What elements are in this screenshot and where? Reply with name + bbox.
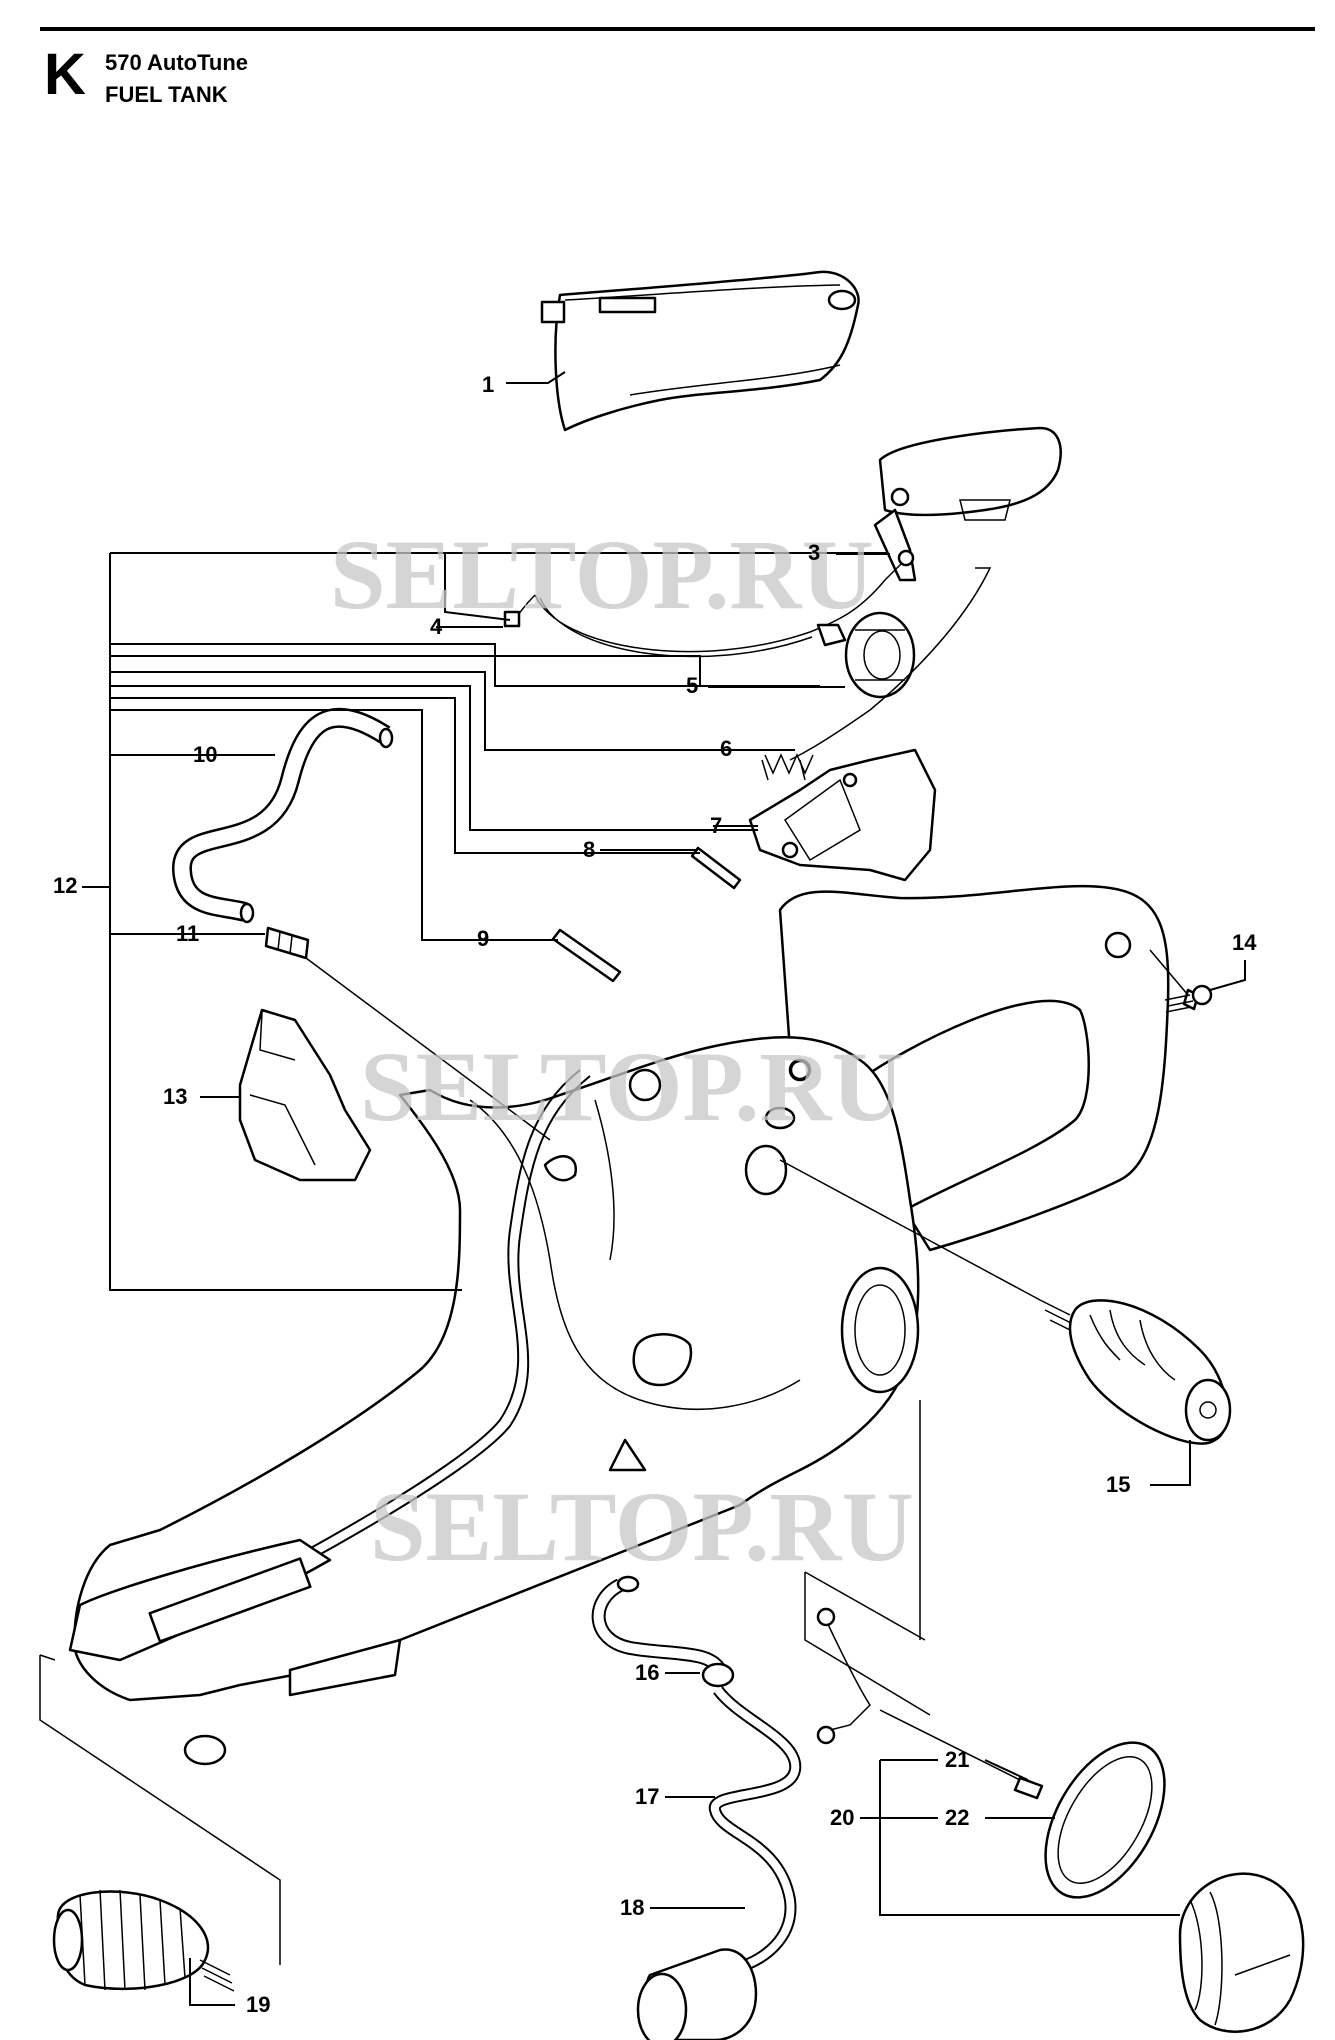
callout-8: 8: [583, 837, 595, 862]
model-name: 570 AutoTune: [105, 50, 249, 75]
callout-1: 1: [482, 372, 494, 397]
callout-16: 16: [635, 1660, 659, 1685]
part-11-fitting: [264, 926, 310, 960]
callout-7: 7: [710, 813, 722, 838]
part-15-av-buffer: [1039, 1299, 1232, 1445]
part-22-seal-ring: [1044, 1741, 1166, 1899]
callout-numbers: 1 3 4 5 6 7 8 9 10 11 12 13 14 15 16 17 …: [53, 372, 1257, 2017]
callout-9: 9: [477, 926, 489, 951]
callout-21: 21: [945, 1747, 969, 1772]
callout-18: 18: [620, 1895, 644, 1920]
callout-22: 22: [945, 1805, 969, 1830]
part-6-spring: [761, 567, 992, 781]
callout-5: 5: [686, 673, 698, 698]
part-20-fuel-cap: [1178, 1872, 1305, 2033]
callout-3: 3: [808, 540, 820, 565]
main-fuel-tank-body: [68, 884, 1170, 1766]
callout-17: 17: [635, 1784, 659, 1809]
part-13-deflector: [238, 1008, 372, 1182]
part-16-grommet: [591, 1575, 735, 1688]
callout-20: 20: [830, 1805, 854, 1830]
part-10-fuel-hose: [172, 707, 394, 924]
watermark-text: SELTOP.RU: [370, 1471, 914, 1582]
callout-11: 11: [176, 921, 199, 946]
page-title: FUEL TANK: [105, 82, 228, 107]
callout-4: 4: [430, 614, 443, 639]
callout-6: 6: [720, 736, 732, 761]
part-14-screw: [1164, 984, 1213, 1013]
callout-12: 12: [53, 873, 77, 898]
watermark-text: SELTOP.RU: [330, 519, 874, 630]
part-7-bracket: [748, 748, 937, 882]
watermark-text: SELTOP.RU: [360, 1031, 904, 1142]
part-1-top-cover: [540, 270, 860, 432]
callout-19: 19: [246, 1992, 270, 2017]
watermarks: SELTOP.RU SELTOP.RU SELTOP.RU: [330, 519, 914, 1582]
callout-14: 14: [1232, 930, 1257, 955]
part-18-fuel-filter: [636, 1948, 758, 2040]
callout-13: 13: [163, 1084, 187, 1109]
part-5-switch-wheel: [816, 611, 916, 699]
part-17-fuel-hose: [709, 1686, 802, 1971]
callout-15: 15: [1106, 1472, 1130, 1497]
part-19-av-buffer: [52, 1889, 235, 1992]
part-9-pin: [551, 928, 622, 983]
header-rule: [40, 27, 1315, 31]
part-21-retainer-strap: [816, 1607, 1044, 1800]
section-letter: K: [44, 42, 86, 107]
leader-lines: [39, 371, 1246, 2006]
callout-10: 10: [193, 742, 217, 767]
